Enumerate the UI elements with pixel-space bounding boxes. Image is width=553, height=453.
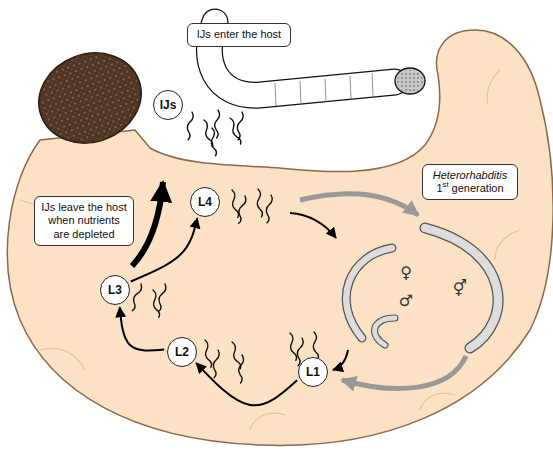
cycle-connector (196, 363, 297, 405)
white-larva-segments (275, 73, 373, 106)
nematode (230, 190, 239, 218)
sex-symbol: ♀ (400, 263, 412, 282)
stage-circle: L3 (100, 275, 130, 305)
cycle-arrow (290, 213, 336, 238)
l3-juveniles (130, 283, 168, 318)
nematode (130, 283, 144, 311)
hermaphrodite-arrow (342, 356, 466, 389)
grub-wrinkle (250, 413, 285, 430)
male-worm (375, 318, 395, 345)
hermaphrodite-worm (425, 228, 498, 348)
nematode (256, 189, 263, 217)
note-box: Heterorhabditis 1st generation (422, 164, 518, 200)
female-worm-outline (346, 248, 392, 338)
nematode (236, 195, 247, 223)
grub-wrinkle (40, 348, 85, 370)
female-worm (346, 248, 392, 338)
note-text: IJs enter the host (197, 28, 281, 41)
note-box: IJs leave the host when nutrients are de… (34, 196, 134, 246)
nematode (264, 195, 273, 223)
grub-wrinkle (420, 393, 455, 410)
note-text: Heterorhabditis 1st generation (429, 169, 511, 195)
cycle-connector (120, 307, 164, 350)
larva-segment (350, 76, 351, 99)
nematode (151, 290, 160, 318)
nematode (238, 355, 245, 383)
grub-head-texture (29, 41, 152, 154)
nematode (228, 117, 242, 145)
white-larva-head (395, 68, 425, 94)
cycle-arrow (333, 350, 348, 370)
hermaphrodite-worm-outline (425, 228, 498, 348)
exit-arrow (132, 182, 163, 266)
stage-label: IJs (160, 98, 177, 112)
nematode (230, 341, 241, 369)
sex-symbol: ⚥ (453, 279, 467, 298)
grub-head (26, 39, 154, 157)
stage-label: L2 (175, 345, 189, 359)
nematode (288, 333, 297, 361)
stage-label: L3 (108, 283, 122, 297)
stage-circle: L2 (167, 337, 197, 367)
nematode (235, 112, 244, 140)
hermaphrodite-arrow (300, 194, 418, 215)
larva-segment (300, 81, 301, 104)
male-worm-outline (375, 318, 395, 345)
grub-wrinkle (495, 230, 520, 260)
larva-segment (325, 79, 326, 102)
larva-segment (372, 73, 373, 96)
grub-wrinkle (487, 70, 500, 105)
nematode (185, 112, 194, 140)
l4-juveniles (230, 189, 273, 224)
stage-label: L4 (198, 195, 212, 209)
white-larva-head-texture (397, 70, 423, 92)
stage-label: L1 (306, 365, 320, 379)
stage-circle: IJs (153, 90, 183, 120)
stage-circle: L1 (298, 357, 328, 387)
infective-juveniles (185, 110, 244, 156)
nematode (156, 283, 167, 311)
cycle-connector (131, 218, 197, 281)
grub-head (26, 39, 154, 157)
larva-segment (275, 83, 276, 106)
adult-worms (346, 228, 498, 348)
nematode (203, 340, 212, 368)
note-box: IJs enter the host (187, 23, 291, 46)
nematode (210, 128, 217, 156)
nematode (312, 332, 319, 360)
note-text: IJs leave the host when nutrients are de… (41, 201, 127, 241)
stage-circle: L4 (190, 187, 220, 217)
sex-symbol: ♂ (399, 291, 413, 310)
nematode (211, 350, 220, 378)
